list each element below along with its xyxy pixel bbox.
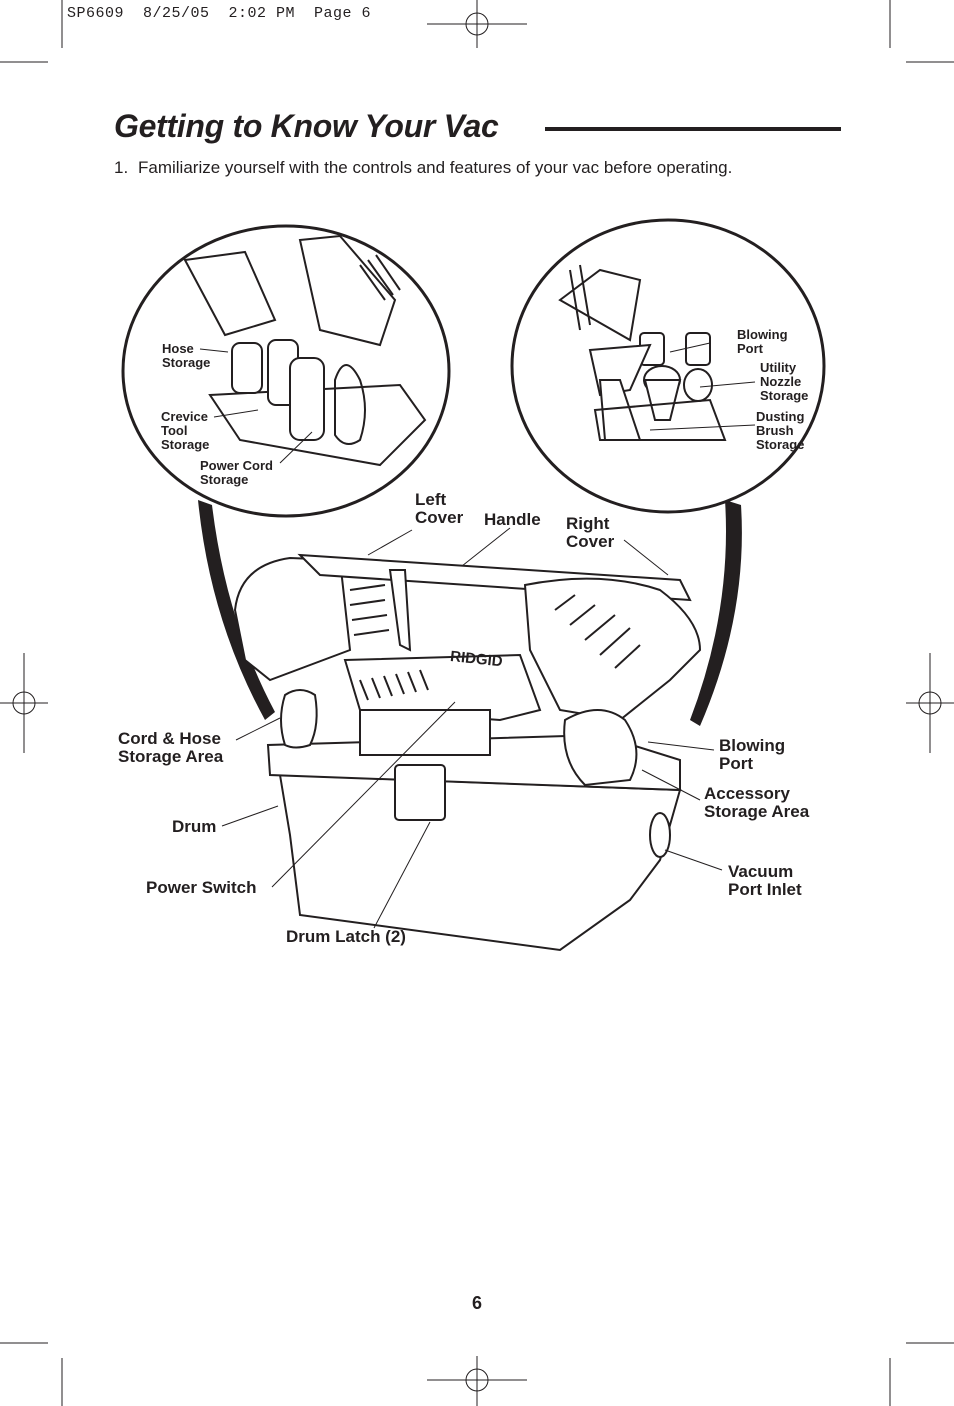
label-drum: Drum [172,817,217,836]
ridgid-logo: RIDGID [449,648,503,670]
page-number: 6 [471,1293,482,1313]
step-number: 1. [114,158,129,177]
label-cord-hose-storage-area: Cord & Hose Storage Area [118,729,224,767]
right-inset [510,218,826,514]
label-drum-latch: Drum Latch (2) [286,927,406,946]
label-right-cover: Right Cover [566,514,615,552]
label-crevice-tool-storage: Crevice Tool Storage [161,409,210,453]
leader-lines [199,342,756,929]
label-power-switch: Power Switch [146,878,257,897]
print-slug: SP6609 8/25/05 2:02 PM Page 6 [67,5,372,22]
label-blowing-port: Blowing Port [719,736,786,774]
page-title: Getting to Know Your Vac [114,108,499,144]
registration-mark-left [0,653,48,753]
label-blowing-port-inset: Blowing Port [737,327,788,357]
label-left-cover: Left Cover [415,490,464,528]
title-rule [545,127,841,131]
registration-mark-top [427,0,527,48]
instruction-step: 1. Familiarize yourself with the controls… [114,158,732,178]
right-inset-tail [690,500,742,726]
vacuum-unit [233,553,702,952]
registration-mark-bottom [427,1356,527,1406]
label-vacuum-port-inlet: Vacuum Port Inlet [728,862,802,900]
label-hose-storage: Hose Storage [162,341,211,371]
left-inset [121,224,451,518]
left-inset-tail [198,500,275,720]
label-dusting-brush-storage: Dusting Brush Storage [756,409,805,453]
registration-mark-right [906,653,954,753]
label-utility-nozzle-storage: Utility Nozzle Storage [760,360,809,404]
label-accessory-storage-area: Accessory Storage Area [704,784,810,822]
step-text: Familiarize yourself with the controls a… [138,158,733,177]
label-handle: Handle [484,510,541,529]
label-power-cord-storage: Power Cord Storage [200,458,273,488]
